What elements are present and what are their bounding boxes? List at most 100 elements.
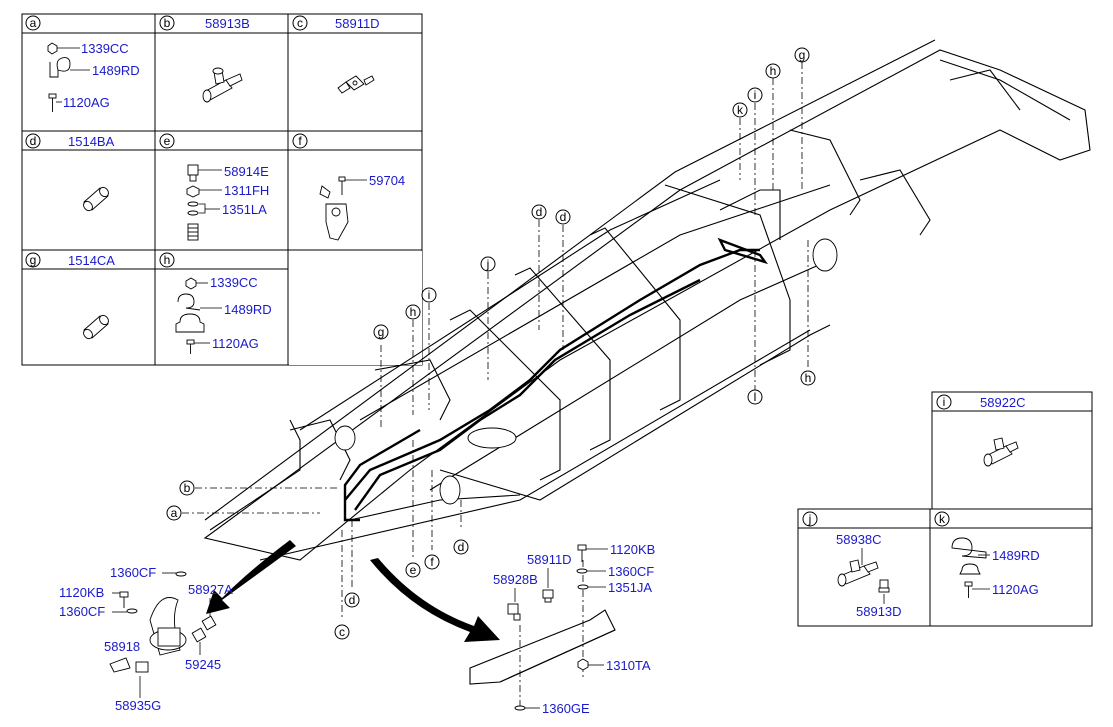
fitting-icon [187, 164, 199, 176]
part-58913D: 58913D [856, 604, 902, 619]
callout-h-right: h [805, 371, 812, 385]
nut-icon-e [186, 185, 200, 198]
cell-a-content: 1339CC 1489RD 1120AG [47, 41, 140, 112]
valve-assembly [109, 571, 217, 673]
connector-icon [337, 75, 375, 94]
fitting-icon-mid [507, 603, 521, 621]
part-59704: 59704 [369, 173, 405, 188]
callout-d-mid2: d [560, 210, 567, 224]
cell-a-header: a [25, 15, 41, 31]
detail-arrow-left [206, 540, 296, 614]
nut-icon-h [185, 277, 197, 290]
cell-b-title: 58913B [205, 16, 250, 31]
callout-b-letter: b [164, 16, 171, 30]
legend-grid [21, 13, 423, 366]
part-1489RD-k: 1489RD [992, 548, 1040, 563]
part-1120AG-h: 1120AG [212, 336, 259, 351]
callout-g-letter: g [30, 253, 37, 267]
callout-g-top: g [799, 48, 806, 62]
leader-lines [182, 62, 809, 620]
part-1351LA: 1351LA [222, 202, 267, 217]
callout-e-letter: e [164, 134, 171, 148]
tee-fitting-icon-i [983, 437, 1019, 467]
part-1120KB-mid: 1120KB [610, 542, 655, 557]
part-1489RD-a: 1489RD [92, 63, 140, 78]
valve-icon [325, 203, 349, 241]
box-jk: j k 58938C 58913D 1489RD 1120AG [797, 508, 1093, 627]
cell-h-header: h [159, 252, 175, 268]
tee-fitting-icon [202, 67, 243, 103]
bolt-head-icon [48, 93, 57, 99]
part-58914E: 58914E [224, 164, 269, 179]
callout-f-letter: f [298, 134, 302, 148]
callout-e: e [410, 563, 417, 577]
box-i: i 58922C [931, 391, 1093, 510]
callout-c: c [339, 625, 345, 639]
part-1310TA: 1310TA [606, 658, 651, 673]
fitting-icon-j [878, 579, 890, 593]
cell-e-header: e [159, 133, 175, 149]
air-line-hoses [343, 237, 769, 522]
cell-e-content: 58914E 1311FH 1351LA [186, 164, 269, 241]
nut-icon [47, 42, 58, 55]
callout-d-letter: d [30, 134, 37, 148]
part-1339CC-a: 1339CC [81, 41, 129, 56]
cell-f-content: 59704 [319, 173, 405, 241]
part-58918: 58918 [104, 639, 140, 654]
callout-k-box-letter: k [939, 512, 946, 526]
callout-j-box-letter: j [808, 512, 812, 526]
tee-fitting-icon-j [837, 559, 879, 587]
cell-b-header: b 58913B [159, 15, 250, 31]
cell-g-title: 1514CA [68, 253, 115, 268]
callout-g: g [378, 325, 385, 339]
callout-l: l [754, 390, 757, 404]
callout-d-right: d [458, 540, 465, 554]
callout-d-mid1: d [536, 205, 543, 219]
washer-icon [187, 201, 199, 207]
connector-icon-mid [542, 589, 554, 603]
part-1489RD-h: 1489RD [224, 302, 272, 317]
callout-h-letter: h [164, 253, 171, 267]
cell-c-title: 58911D [335, 16, 380, 31]
part-1339CC-h: 1339CC [210, 275, 258, 290]
part-1360CF-mid: 1360CF [608, 564, 654, 579]
callout-b: b [184, 481, 191, 495]
part-58938C: 58938C [836, 532, 882, 547]
clamp-icon-h [177, 293, 201, 311]
part-58911D-mid: 58911D [527, 552, 572, 567]
part-1311FH: 1311FH [224, 183, 269, 198]
part-1360CF-top: 1360CF [110, 565, 156, 580]
drawing-callouts: b a c d e f d g h i j d d k i h g h l [166, 47, 816, 640]
part-1120AG-a: 1120AG [63, 95, 110, 110]
cell-g-header: g 1514CA [25, 252, 115, 268]
part-1120AG-k: 1120AG [992, 582, 1039, 597]
detail-arrow-right [370, 558, 500, 642]
clamp-icon-k [951, 537, 987, 559]
callout-a: a [171, 506, 178, 520]
part-1120KB-left: 1120KB [59, 585, 104, 600]
callout-f: f [430, 555, 434, 569]
cell-h-content: 1339CC 1489RD 1120AG [175, 275, 272, 354]
callout-d-low: d [349, 593, 356, 607]
cell-d-title: 1514BA [68, 134, 115, 149]
callout-k: k [737, 103, 744, 117]
lower-left-labels: 1360CF 1120KB 1360CF 58927A 58918 59245 … [59, 565, 233, 713]
callout-i-box-letter: i [943, 395, 946, 409]
callout-c-letter: c [297, 16, 303, 30]
callout-a-circle [25, 15, 41, 31]
callout-j: j [486, 257, 490, 271]
cell-f-header: f [292, 133, 308, 149]
part-1360GE: 1360GE [542, 701, 590, 716]
part-58935G: 58935G [115, 698, 161, 713]
screw-icon [338, 176, 346, 182]
callout-h-top: h [770, 64, 777, 78]
box-i-title: 58922C [980, 395, 1026, 410]
coupling-icon-g [83, 314, 109, 340]
callout-i: i [428, 288, 431, 302]
callout-a-letter: a [30, 16, 37, 30]
chassis-frame [203, 39, 1091, 561]
lower-mid-labels: 58911D 58928B 1120KB 1360CF 1351JA 1310T… [493, 542, 655, 716]
part-1360CF-left: 1360CF [59, 604, 105, 619]
